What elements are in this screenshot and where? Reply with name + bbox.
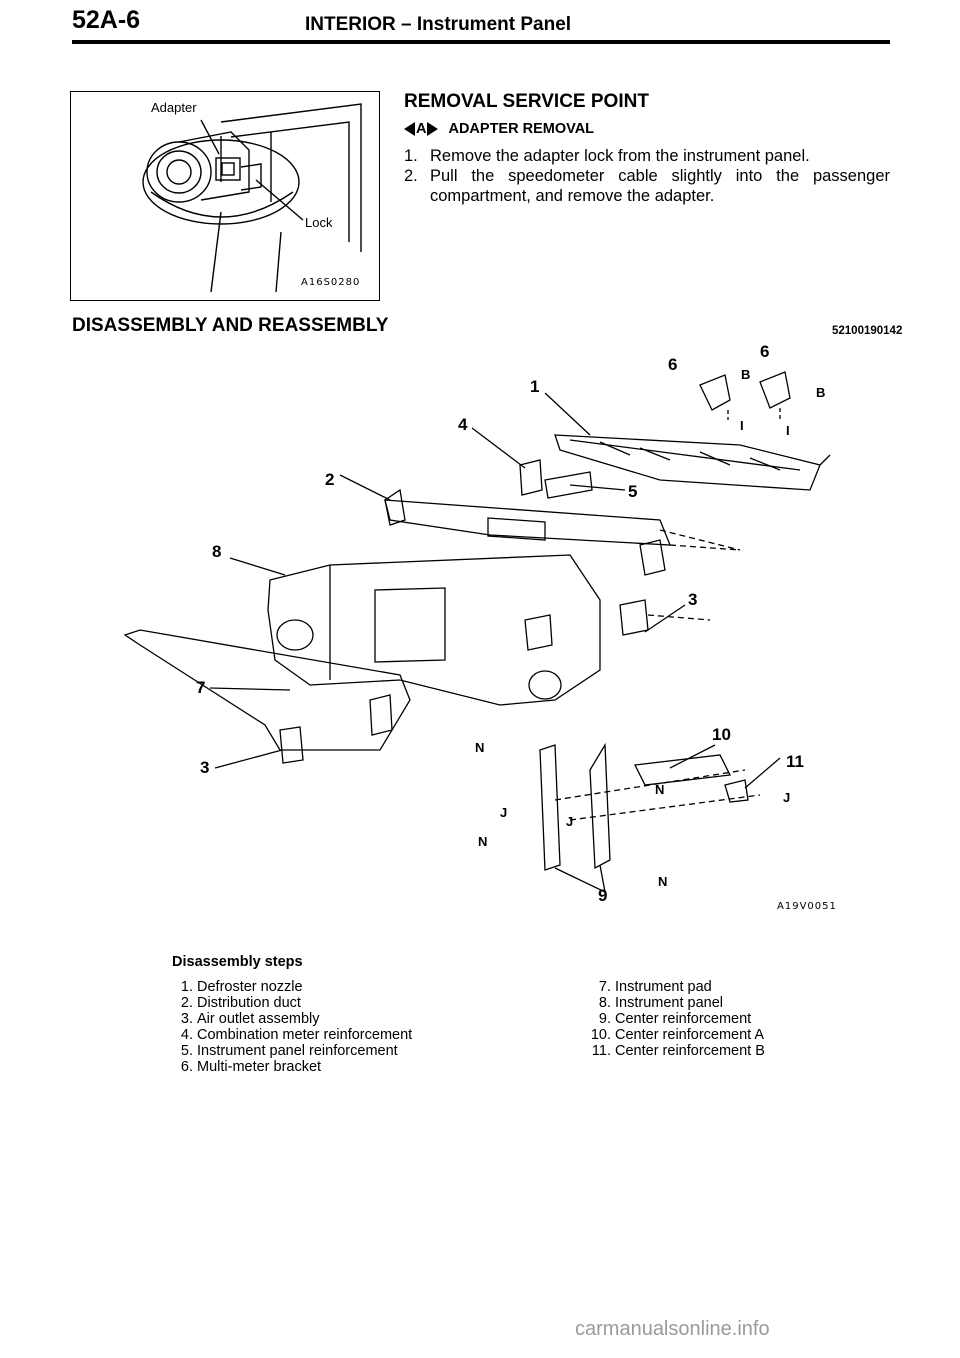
- callout-10: 10: [712, 725, 731, 744]
- document-code: 52100190142: [832, 325, 903, 337]
- list-item: 8.Instrument panel: [598, 995, 724, 1011]
- callout-j-1: J: [500, 805, 508, 820]
- exploded-diagram: 1 2 3 3 4 5 6 6 7 8 9 10 11 B B I I N N …: [100, 340, 890, 920]
- disassembly-steps-title: Disassembly steps: [172, 954, 303, 970]
- list-item: 9.Center reinforcement: [598, 1011, 752, 1027]
- callout-i-left: I: [740, 418, 744, 433]
- callout-6-left: 6: [668, 355, 678, 374]
- callout-2: 2: [325, 470, 335, 489]
- removal-service-point-title: REMOVAL SERVICE POINT: [404, 91, 649, 112]
- list-item: 7.Instrument pad: [598, 979, 712, 995]
- adapter-removal-subtitle: ADAPTER REMOVAL: [448, 121, 595, 137]
- adapter-figure: Adapter Lock A16S0280: [70, 91, 380, 301]
- page-number: 52A-6: [72, 6, 141, 34]
- callout-3-right: 3: [688, 590, 698, 609]
- instrument-panel-illustration: [123, 371, 831, 893]
- callout-n-1: N: [475, 740, 485, 755]
- callout-9: 9: [598, 886, 608, 905]
- callout-b-right: B: [816, 385, 826, 400]
- removal-steps: 1.Remove the adapter lock from the instr…: [404, 146, 890, 206]
- diagram-code: A19V0051: [777, 901, 837, 912]
- callout-b-left: B: [741, 367, 751, 382]
- list-item: 1.Remove the adapter lock from the instr…: [404, 147, 810, 165]
- callout-5: 5: [628, 482, 638, 501]
- watermark: carmanualsonline.info: [575, 1318, 770, 1340]
- callout-7: 7: [196, 678, 206, 697]
- callout-4: 4: [458, 415, 468, 434]
- header-rule: [72, 40, 890, 44]
- callout-3-left: 3: [200, 758, 210, 777]
- list-item: 11.Center reinforcement B: [591, 1043, 765, 1059]
- list-item: 6.Multi-meter bracket: [180, 1059, 322, 1075]
- callout-n-2: N: [655, 782, 665, 797]
- legend-column-1: 1.Defroster nozzle 2.Distribution duct 3…: [172, 979, 412, 1075]
- list-item: 2.Pull the speedometer cable slightly in…: [404, 167, 890, 205]
- lock-label: Lock: [305, 215, 333, 230]
- list-item: 10.Center reinforcement A: [590, 1027, 765, 1043]
- list-item: 1.Defroster nozzle: [180, 979, 303, 995]
- callout-6-right: 6: [760, 342, 770, 361]
- callout-8: 8: [212, 542, 222, 561]
- callout-1: 1: [530, 377, 540, 396]
- list-item: 5.Instrument panel reinforcement: [180, 1043, 398, 1059]
- adapter-illustration: [142, 103, 362, 293]
- adapter-removal-heading: A ADAPTER REMOVAL: [404, 121, 594, 137]
- page-header-title: INTERIOR – Instrument Panel: [305, 14, 572, 35]
- adapter-label: Adapter: [151, 100, 197, 115]
- legend-column-2: 7.Instrument pad 8.Instrument panel 9.Ce…: [590, 979, 765, 1059]
- callout-j-2: J: [566, 814, 574, 829]
- disassembly-title: DISASSEMBLY AND REASSEMBLY: [72, 315, 389, 336]
- callout-n-3: N: [478, 834, 488, 849]
- service-mark-icon: A: [404, 121, 439, 137]
- list-item: 3.Air outlet assembly: [180, 1011, 320, 1027]
- callout-11: 11: [786, 752, 804, 771]
- callout-n-4: N: [658, 874, 668, 889]
- callout-j-3: J: [783, 790, 791, 805]
- list-item: 4.Combination meter reinforcement: [180, 1027, 413, 1043]
- callout-i-right: I: [786, 423, 790, 438]
- list-item: 2.Distribution duct: [180, 995, 301, 1011]
- adapter-figure-code: A16S0280: [301, 277, 361, 288]
